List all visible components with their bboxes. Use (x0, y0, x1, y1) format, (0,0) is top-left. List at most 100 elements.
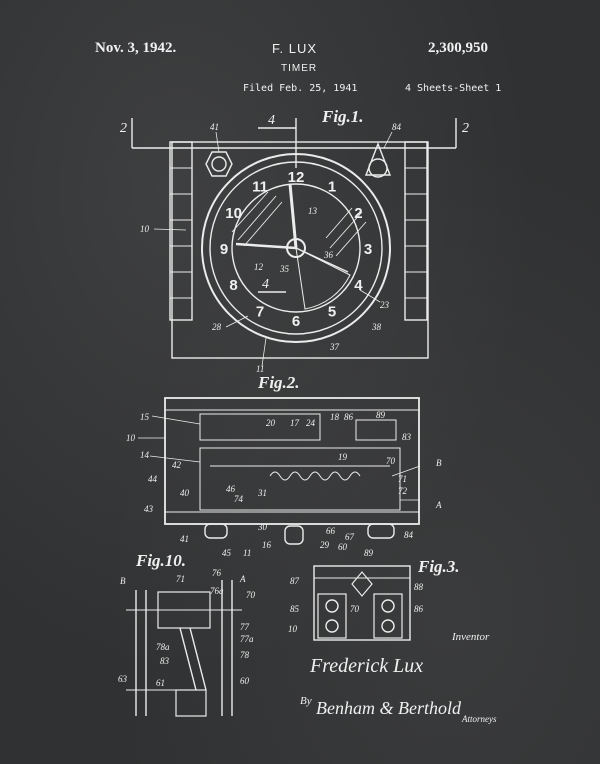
fig2-leader-lines (138, 415, 421, 501)
ref-label: 45 (222, 548, 232, 558)
dial-number: 12 (288, 169, 305, 186)
ref-label: 13 (308, 206, 318, 216)
patent-title: TIMER (281, 63, 318, 74)
contact-block (355, 419, 397, 441)
signature-block: Inventor Frederick Lux By Benham & Berth… (300, 631, 497, 724)
right-terminal-strip (404, 141, 428, 321)
contact-assembly (313, 565, 411, 641)
ref-label: 37 (329, 342, 340, 352)
minute-hand (288, 183, 298, 249)
ref-label: 40 (180, 488, 190, 498)
ref-label: 11 (256, 364, 264, 374)
left-contact-clip (317, 593, 347, 639)
ref-label: 88 (414, 582, 424, 592)
ref-label: 78a (156, 642, 170, 652)
ref-label: 84 (404, 530, 414, 540)
dial-number: 9 (220, 241, 228, 258)
ref-label: A (239, 574, 246, 584)
glare-hatching (231, 191, 367, 257)
ref-label: 41 (180, 534, 189, 544)
fig1-caption: Fig.1. (321, 107, 364, 126)
hour-hand (235, 242, 297, 250)
ref-label: 63 (118, 674, 128, 684)
left-screw-bottom (325, 619, 339, 633)
ref-label: 28 (212, 322, 222, 332)
left-terminal-strip (169, 141, 193, 321)
ref-label: 19 (338, 452, 348, 462)
ref-label: 83 (402, 432, 412, 442)
ref-label: 70 (386, 456, 396, 466)
ref-label: 42 (172, 460, 182, 470)
ref-label: 74 (234, 494, 244, 504)
figure-1: Fig.1. 2 2 4 (120, 107, 469, 374)
ref-label: 12 (254, 262, 264, 272)
ref-label: 20 (266, 418, 276, 428)
ref-label: 10 (126, 433, 136, 443)
ref-label: 86 (344, 412, 354, 422)
ref-label: 61 (156, 678, 165, 688)
dial-number: 6 (292, 313, 300, 330)
fig10-reference-labels: B 71 76 76a A 70 77 77a 78a 83 78 63 61 … (118, 568, 256, 688)
fig10-caption: Fig.10. (135, 551, 186, 570)
ref-label: 60 (240, 676, 250, 686)
right-knob-base (368, 158, 388, 178)
left-knob-center (211, 156, 227, 172)
dial-number: 3 (364, 241, 372, 258)
ref-label: 30 (257, 522, 268, 532)
ref-label: 17 (290, 418, 300, 428)
inventor-signature: Frederick Lux (309, 655, 423, 677)
dial-number: 4 (354, 277, 363, 294)
center-knob (284, 525, 304, 545)
fig1-leader-lines (153, 131, 393, 367)
ref-label: 24 (306, 418, 316, 428)
section-mark-right: 2 (462, 121, 469, 136)
fig2-caption: Fig.2. (257, 373, 300, 392)
lever-arm (179, 627, 197, 691)
right-screw-bottom (381, 619, 395, 633)
section-mark-left: 2 (120, 121, 127, 136)
dial-number: 8 (229, 277, 237, 294)
terminal-strip-slats (170, 167, 427, 299)
ref-label: A (435, 500, 442, 510)
right-screw-top (381, 599, 395, 613)
left-knob (205, 151, 233, 177)
ref-label: 78 (240, 650, 250, 660)
inventor-caption: Inventor (451, 631, 490, 643)
drive-spring (269, 471, 361, 481)
ref-label: 85 (290, 604, 300, 614)
right-contact-clip (373, 593, 403, 639)
filing-date: Filed Feb. 25, 1941 (243, 83, 358, 94)
figure-10: Fig.10. B 71 76 76a A 70 77 77a 78a 83 (118, 551, 256, 717)
ref-label: 35 (279, 264, 290, 274)
left-foot (204, 523, 228, 539)
dial-number: 5 (328, 303, 336, 320)
inventor-name: F. LUX (272, 41, 318, 56)
ref-label: B (436, 458, 442, 468)
dial-number: 7 (256, 303, 264, 320)
ref-label: 10 (140, 224, 150, 234)
right-foot (367, 523, 395, 539)
ref-label: 11 (243, 548, 251, 558)
dial-numbers: 12 1 2 3 4 5 6 7 8 9 10 11 (220, 169, 372, 330)
ref-label: 67 (345, 532, 355, 542)
patent-number: 2,300,950 (428, 40, 488, 56)
figure-2: Fig.2. 15 10 14 42 (126, 373, 442, 558)
fig1-reference-labels: 41 84 10 13 12 35 36 23 28 37 38 11 (140, 122, 402, 374)
dial-number: 2 (354, 205, 362, 222)
ref-label: 36 (323, 250, 334, 260)
ref-label: 84 (392, 122, 402, 132)
ref-label: 86 (414, 604, 424, 614)
ref-label: 77 (240, 622, 250, 632)
contact-blade (351, 571, 373, 597)
timer-sector (295, 247, 351, 310)
hand-hub (286, 238, 306, 258)
timer-housing (171, 141, 429, 359)
ref-label: 38 (371, 322, 382, 332)
ref-label: 89 (376, 410, 386, 420)
ref-label: 89 (364, 548, 374, 558)
ref-label: 66 (326, 526, 336, 536)
ref-label: 23 (380, 300, 390, 310)
ref-label: 70 (246, 590, 256, 600)
